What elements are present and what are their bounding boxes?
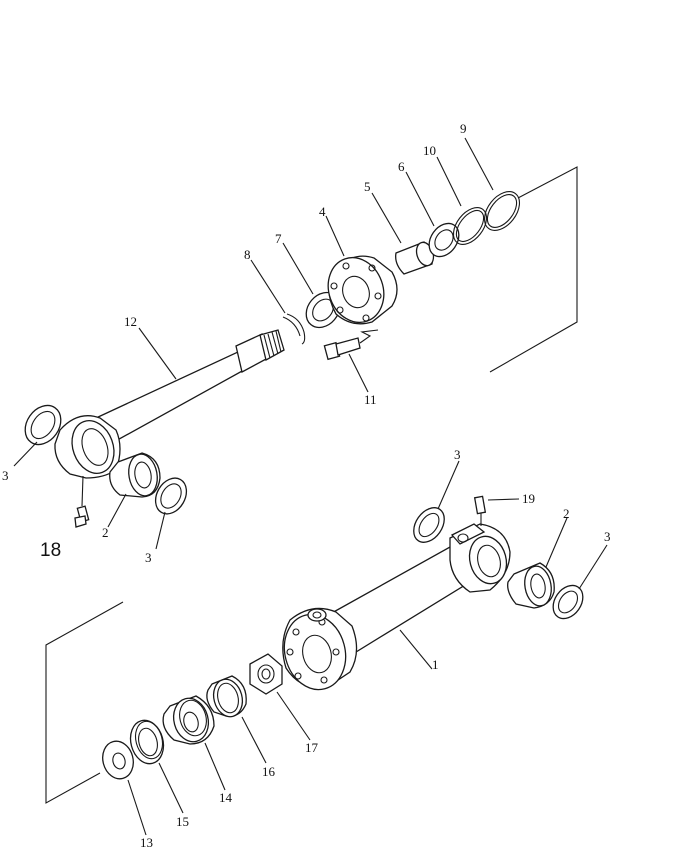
part-2-bushing-upper — [109, 452, 161, 498]
label-10: 10 — [423, 143, 436, 158]
part-19-grease-fitting — [473, 495, 487, 526]
part-6-bearing — [428, 222, 460, 258]
part-12-piston-rod — [54, 329, 285, 479]
part-1-cylinder-tube — [282, 523, 511, 691]
assembly-bracket-upper — [489, 166, 578, 373]
label-14: 14 — [219, 790, 233, 805]
label-19: 19 — [522, 491, 535, 506]
part-3-dust-seal-right — [154, 477, 188, 515]
part-11-bolt — [323, 329, 379, 361]
label-4: 4 — [319, 204, 326, 219]
part-18-grease-fitting — [74, 505, 90, 528]
part-15-piston-seal — [129, 719, 165, 765]
label-12: 12 — [124, 314, 137, 329]
label-3-lower-right: 3 — [604, 529, 611, 544]
part-3-dust-seal-left — [24, 404, 62, 446]
label-3-upper-left: 3 — [2, 468, 9, 483]
label-8: 8 — [244, 247, 251, 262]
label-1: 1 — [432, 657, 439, 672]
label-2-upper: 2 — [102, 525, 109, 540]
part-3-dust-seal-clevis-right — [552, 584, 584, 620]
part-8-snap-ring — [282, 313, 306, 345]
label-3-upper-right: 3 — [145, 550, 152, 565]
part-labels: 1 2 2 3 3 3 3 4 5 6 7 8 9 10 11 12 13 14… — [2, 121, 611, 850]
assembly-bracket-lower — [45, 601, 124, 804]
label-16: 16 — [262, 764, 276, 779]
label-2-lower: 2 — [563, 506, 570, 521]
part-3-dust-seal-clevis-left — [413, 507, 445, 543]
part-10-o-ring — [452, 207, 488, 245]
label-9: 9 — [460, 121, 467, 136]
part-2-bushing-lower — [507, 562, 555, 609]
part-5-bushing — [395, 241, 435, 275]
label-5: 5 — [364, 179, 371, 194]
part-13-washer — [102, 740, 134, 780]
label-17: 17 — [305, 740, 319, 755]
label-11: 11 — [364, 392, 377, 407]
part-9-backup-ring — [483, 191, 521, 231]
label-6: 6 — [398, 159, 405, 174]
label-18: 18 — [40, 540, 61, 561]
part-17-nut — [249, 653, 283, 695]
label-7: 7 — [275, 231, 282, 246]
label-3-lower-left: 3 — [454, 447, 461, 462]
leader-lines — [13, 137, 608, 836]
label-15: 15 — [176, 814, 189, 829]
part-16-wear-ring — [206, 675, 247, 718]
label-13: 13 — [140, 835, 153, 850]
part-14-piston — [162, 695, 215, 745]
part-4-cylinder-head — [327, 255, 398, 325]
